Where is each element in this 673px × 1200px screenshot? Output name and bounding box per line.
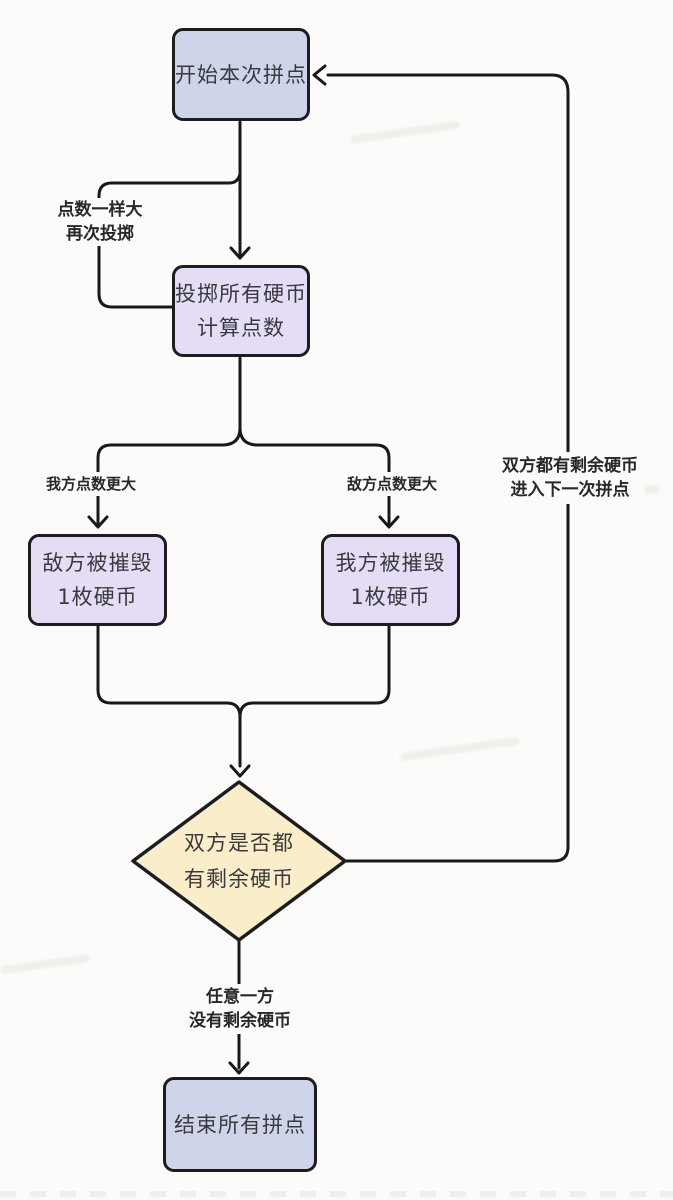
edge-split-right: [238, 426, 391, 526]
node-start: 开始本次拼点: [172, 28, 310, 121]
node-start-label: 开始本次拼点: [175, 62, 307, 87]
edge-merge-left: [96, 624, 242, 768]
node-enemy-destroyed: 敌方被摧毁 1枚硬币: [28, 534, 167, 626]
arrowhead-into-start: [312, 64, 327, 86]
arrowhead-into-enemy-destroyed: [87, 515, 109, 529]
node-end: 结束所有拼点: [163, 1077, 317, 1172]
edge-label-retry-line1: 点数一样大: [57, 200, 143, 220]
node-self-destroyed: 我方被摧毁 1枚硬币: [321, 534, 460, 626]
edge-label-next-round-line2: 进入下一次拼点: [510, 480, 630, 500]
edge-split-left: [96, 356, 242, 526]
node-self-destroyed-line2: 1枚硬币: [350, 585, 431, 609]
edge-merge-right: [238, 624, 391, 719]
node-toss-coins: 投掷所有硬币 计算点数: [172, 265, 310, 357]
decision-diamond-shape: [131, 780, 347, 942]
node-self-destroyed-line1: 我方被摧毁: [335, 551, 446, 575]
node-enemy-destroyed-line1: 敌方被摧毁: [42, 551, 153, 575]
watermark-strip: [0, 1191, 673, 1197]
edge-label-retry-line2: 再次投掷: [66, 224, 134, 244]
decision-line1: 双方是否都: [184, 831, 294, 855]
edge-label-my-points-bigger: 我方点数更大: [36, 472, 146, 496]
node-end-label: 结束所有拼点: [174, 1112, 306, 1137]
edge-label-no-coins-left-line1: 任意一方: [206, 987, 274, 1007]
edge-label-next-round: 双方都有剩余硬币 进入下一次拼点: [495, 452, 645, 504]
edge-label-my-points-bigger-text: 我方点数更大: [45, 475, 136, 493]
edge-label-enemy-points-bigger-text: 敌方点数更大: [346, 475, 437, 493]
edge-label-enemy-points-bigger: 敌方点数更大: [337, 472, 447, 496]
edge-label-next-round-line1: 双方都有剩余硬币: [502, 456, 638, 476]
decision-line2: 有剩余硬币: [184, 867, 294, 891]
edge-retry-loop: [97, 172, 242, 309]
arrowhead-into-decision: [229, 764, 251, 778]
edge-label-no-coins-left: 任意一方 没有剩余硬币: [175, 984, 305, 1034]
edge-label-no-coins-left-line2: 没有剩余硬币: [189, 1011, 291, 1031]
node-toss-line1: 投掷所有硬币: [175, 282, 307, 306]
decision-node-text: 双方是否都 有剩余硬币: [159, 821, 319, 901]
arrowhead-into-end: [228, 1061, 250, 1075]
arrowhead-into-self-destroyed: [378, 515, 400, 529]
node-enemy-destroyed-line2: 1枚硬币: [57, 585, 138, 609]
arrowhead-into-toss: [229, 246, 251, 260]
node-toss-line2: 计算点数: [197, 316, 285, 340]
edge-label-retry: 点数一样大 再次投掷: [40, 198, 160, 246]
